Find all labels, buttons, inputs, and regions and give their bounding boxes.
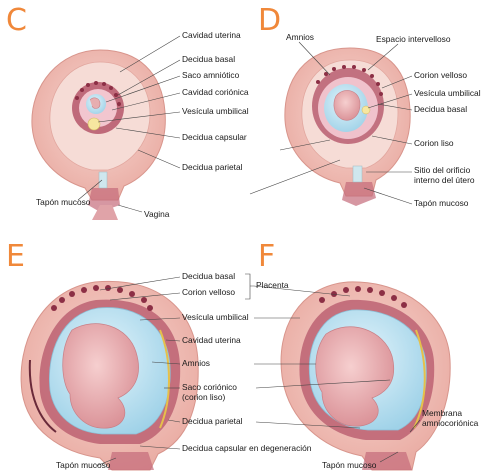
label-d-decidua-basal: Decidua basal (414, 105, 467, 114)
panel-letter-f: F (258, 242, 275, 272)
label-e-amnios: Amnios (182, 359, 210, 368)
label-d-corion-liso: Corion liso (414, 139, 454, 148)
label-d-sitio-orificio-1: Sitio del orificio (414, 166, 470, 175)
label-e-tapon-mucoso: Tapón mucoso (56, 461, 110, 470)
label-e-decidua-basal: Decidua basal (182, 272, 235, 281)
panel-c-uterus (32, 50, 165, 220)
label-d-espacio-intervelloso: Espacio intervelloso (376, 35, 450, 44)
label-c-decidua-basal: Decidua basal (182, 55, 235, 64)
panel-d-uterus (285, 48, 410, 206)
panel-letter-e: E (6, 242, 25, 272)
label-f-tapon-mucoso: Tapón mucoso (322, 461, 376, 470)
label-d-sitio-orificio-2: interno del útero (414, 176, 475, 185)
label-e-saco-corionico-1: Saco coriónico (182, 383, 237, 392)
label-c-decidua-capsular: Decidua capsular (182, 133, 247, 142)
label-e-decidua-capsular-degeneracion: Decidua capsular en degeneración (182, 444, 311, 453)
label-d-tapon-mucoso: Tapón mucoso (414, 199, 468, 208)
label-d-amnios: Amnios (286, 33, 314, 42)
label-f-membrana-2: amniocoriónica (422, 419, 478, 428)
panel-e-uterus (21, 281, 198, 470)
panel-f-uterus (281, 282, 450, 470)
label-e-saco-corionico-2: (corion liso) (182, 393, 225, 402)
label-e-vesicula-umbilical: Vesícula umbilical (182, 313, 249, 322)
label-d-corion-velloso: Corion velloso (414, 71, 467, 80)
label-e-cavidad-uterina: Cavidad uterina (182, 336, 241, 345)
label-c-vesicula-umbilical: Vesícula umbilical (182, 107, 249, 116)
label-c-cavidad-uterina: Cavidad uterina (182, 31, 241, 40)
panel-letter-c: C (6, 6, 27, 36)
label-d-vesicula-umbilical: Vesícula umbilical (414, 89, 481, 98)
label-c-saco-amniotico: Saco amniótico (182, 71, 239, 80)
label-c-vagina: Vagina (144, 210, 169, 219)
label-c-cavidad-corionica: Cavidad coriónica (182, 88, 249, 97)
label-e-decidua-parietal: Decidua parietal (182, 417, 243, 426)
label-c-decidua-parietal: Decidua parietal (182, 163, 243, 172)
label-c-tapon-mucoso: Tapón mucoso (36, 198, 90, 207)
panel-letter-d: D (258, 6, 281, 36)
label-e-placenta: Placenta (256, 281, 289, 290)
label-e-corion-velloso: Corion velloso (182, 288, 235, 297)
label-f-membrana-1: Membrana (422, 409, 462, 418)
